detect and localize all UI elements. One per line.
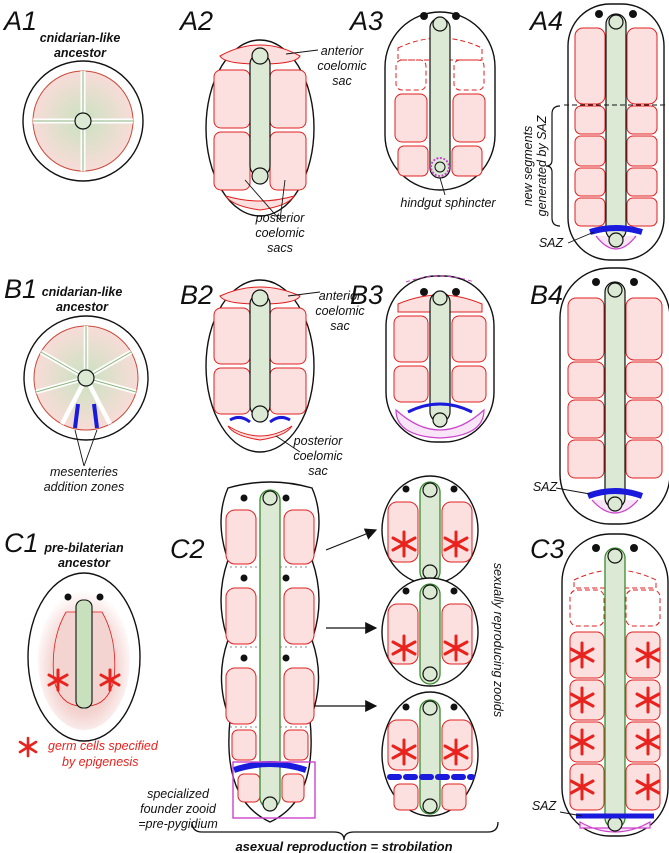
b1-title-line2: ancestor xyxy=(56,300,109,314)
c1-title-line2: ancestor xyxy=(58,556,111,570)
c2-sexual-zooids-label: sexually reproducing zooids xyxy=(491,563,505,717)
asterisk-icon xyxy=(569,728,595,756)
asterisk-icon xyxy=(443,738,469,766)
a4-new-segments-1: new segments xyxy=(521,126,535,207)
b1-mesenteries-label-2: addition zones xyxy=(44,480,125,494)
b2-anterior-label-2: coelomic xyxy=(315,304,365,318)
panel-label-c3: C3 xyxy=(530,534,565,564)
c2-founder-label-3: =pre-pygidium xyxy=(138,817,218,831)
b1-mesenteries-label-1: mesenteries xyxy=(50,465,118,479)
asterisk-icon xyxy=(99,668,121,692)
panel-label-c2: C2 xyxy=(170,534,205,564)
asterisk-icon xyxy=(635,641,661,669)
asterisk-icon xyxy=(391,738,417,766)
zooid-2 xyxy=(381,577,479,687)
a1-title-line2: ancestor xyxy=(54,46,107,60)
c2-founder-label-2: founder zooid xyxy=(140,802,217,816)
asexual-brace xyxy=(191,821,499,841)
b4-segmented-worm xyxy=(555,267,669,525)
zooid-3 xyxy=(381,691,479,817)
asterisk-icon xyxy=(569,641,595,669)
panel-label-b1: B1 xyxy=(4,274,37,304)
b4-saz-label: SAZ xyxy=(533,480,558,494)
c1-germ-label-1: germ cells specified xyxy=(48,739,159,753)
asterisk-icon xyxy=(391,530,417,558)
arrow-right-icon xyxy=(325,528,378,551)
c1-germ-label-2: by epigenesis xyxy=(62,755,138,769)
panel-label-a3: A3 xyxy=(348,6,383,36)
asterisk-icon xyxy=(635,728,661,756)
b2-anterior-label-1: anterior xyxy=(319,289,362,303)
a2-anterior-label-1: anterior xyxy=(321,44,364,58)
b2-posterior-label-2: coelomic xyxy=(293,449,343,463)
b2-posterior-label-1: posterior xyxy=(293,434,343,448)
a2-bilaterian-ancestor xyxy=(205,39,319,221)
asterisk-icon xyxy=(635,686,661,714)
b2-posterior-label-3: sac xyxy=(308,464,328,478)
c3-saz-label: SAZ xyxy=(532,799,557,813)
c3-worm xyxy=(559,533,669,837)
asterisk-icon xyxy=(443,530,469,558)
asterisk-icon xyxy=(635,773,661,801)
a1-cnidarian-ancestor xyxy=(22,60,144,182)
b1-cnidarian-ancestor xyxy=(23,315,149,467)
panel-label-a4: A4 xyxy=(528,6,563,36)
asterisk-icon xyxy=(569,773,595,801)
panel-label-a2: A2 xyxy=(178,6,213,36)
a4-segmented-worm xyxy=(545,3,666,261)
a2-anterior-label-3: sac xyxy=(332,74,352,88)
asterisk-icon xyxy=(443,634,469,662)
a2-posterior-label-2: coelomic xyxy=(255,226,305,240)
panel-label-c1: C1 xyxy=(4,528,39,558)
c2-founder-label-1: specialized xyxy=(147,787,210,801)
c1-germ-cells xyxy=(18,668,121,758)
c2-asexual-label: asexual reproduction = strobilation xyxy=(235,839,452,853)
a1-title-line1: cnidarian-like xyxy=(40,31,121,45)
a2-posterior-label-3: sacs xyxy=(267,241,293,255)
asterisk-icon xyxy=(569,686,595,714)
a4-saz-label: SAZ xyxy=(539,236,564,250)
b1-title-line1: cnidarian-like xyxy=(42,285,123,299)
c1-prebilaterian xyxy=(27,572,141,742)
zooid-1 xyxy=(381,475,479,585)
b2-larva xyxy=(205,279,321,453)
panel-label-b3: B3 xyxy=(350,280,383,310)
a4-new-segments-2: generated by SAZ xyxy=(535,115,549,216)
panel-label-b4: B4 xyxy=(530,280,563,310)
b3-larva xyxy=(385,275,495,443)
c1-title-line1: pre-bilaterian xyxy=(43,541,124,555)
panel-label-a1: A1 xyxy=(2,6,37,36)
c2-strobilating-worm xyxy=(220,481,320,823)
b2-anterior-label-3: sac xyxy=(330,319,350,333)
asterisk-icon xyxy=(391,634,417,662)
a2-anterior-label-2: coelomic xyxy=(317,59,367,73)
a3-larva xyxy=(384,11,496,196)
a3-hindgut-label: hindgut sphincter xyxy=(400,196,496,210)
panel-label-b2: B2 xyxy=(180,280,213,310)
asterisk-icon xyxy=(47,668,69,692)
asterisk-icon xyxy=(18,736,38,758)
a2-posterior-label-1: posterior xyxy=(255,211,305,225)
